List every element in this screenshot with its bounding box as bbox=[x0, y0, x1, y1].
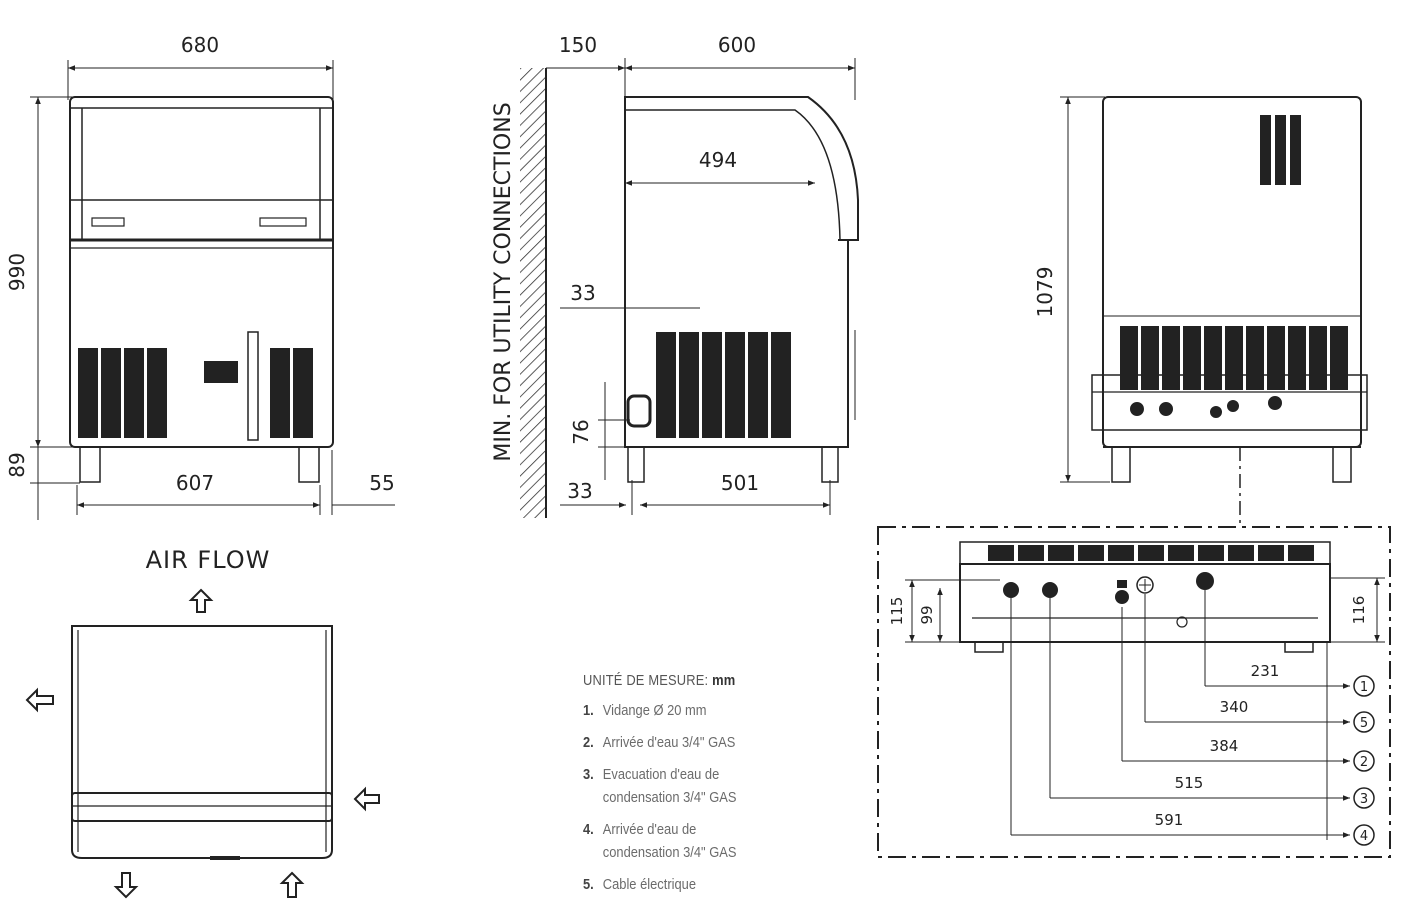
legend-item-text-line2: condensation 3/4" GAS bbox=[602, 789, 737, 806]
legend-item: 4. Arrivée d'eau de condensation 3/4" GA… bbox=[583, 818, 841, 864]
side-view-grilles bbox=[656, 332, 791, 438]
dim-115: 115 bbox=[888, 597, 906, 626]
legend-item-text: Vidange Ø 20 mm bbox=[602, 702, 707, 719]
legend-heading-label: UNITÉ DE MESURE: bbox=[583, 672, 709, 689]
arrow-up-icon bbox=[279, 871, 305, 898]
dim-33-bottom: 33 bbox=[567, 479, 592, 503]
legend-item: 2. Arrivée d'eau 3/4" GAS bbox=[583, 731, 841, 754]
callout-5: 5 bbox=[1360, 716, 1368, 731]
legend-item-text: Cable électrique bbox=[602, 876, 697, 893]
dim-591: 591 bbox=[1155, 811, 1184, 829]
dim-501: 501 bbox=[721, 471, 759, 495]
dim-384: 384 bbox=[1210, 737, 1239, 755]
callout-3: 3 bbox=[1360, 792, 1368, 807]
dim-340: 340 bbox=[1220, 698, 1249, 716]
dim-494: 494 bbox=[699, 148, 737, 172]
rear-view bbox=[1060, 96, 1368, 527]
dim-89: 89 bbox=[5, 452, 29, 477]
legend-heading: UNITÉ DE MESURE: mm bbox=[583, 672, 841, 689]
side-view bbox=[520, 58, 859, 518]
dim-99: 99 bbox=[918, 605, 936, 624]
legend-item: 1. Vidange Ø 20 mm bbox=[583, 699, 841, 722]
callout-2: 2 bbox=[1360, 755, 1368, 770]
legend-item-number: 5. bbox=[583, 876, 594, 893]
arrow-up-icon bbox=[188, 588, 214, 613]
dim-231: 231 bbox=[1251, 662, 1280, 680]
arrow-left-icon bbox=[25, 687, 54, 713]
legend-item-text: Arrivée d'eau de bbox=[602, 821, 697, 838]
dim-33-top: 33 bbox=[570, 281, 595, 305]
airflow-arrow-icons bbox=[25, 588, 380, 899]
legend-item-number: 1. bbox=[583, 702, 594, 719]
legend: UNITÉ DE MESURE: mm 1. Vidange Ø 20 mm 2… bbox=[583, 672, 841, 905]
air-flow-title: AIR FLOW bbox=[146, 546, 271, 574]
legend-item-number: 4. bbox=[583, 821, 594, 838]
rear-view-grilles bbox=[1120, 115, 1348, 390]
dim-150: 150 bbox=[559, 33, 597, 57]
utility-connections-label: MIN. FOR UTILITY CONNECTIONS bbox=[491, 102, 516, 461]
legend-item-number: 2. bbox=[583, 734, 594, 751]
dim-76: 76 bbox=[569, 419, 593, 444]
callout-4: 4 bbox=[1360, 829, 1368, 844]
legend-item-text: Arrivée d'eau 3/4" GAS bbox=[602, 734, 736, 751]
air-flow-view bbox=[71, 625, 333, 860]
arrow-left-icon bbox=[353, 786, 380, 812]
legend-item: 3. Evacuation d'eau de condensation 3/4"… bbox=[583, 763, 841, 809]
dim-600: 600 bbox=[718, 33, 756, 57]
dim-1079: 1079 bbox=[1033, 267, 1057, 318]
detail-frame bbox=[877, 526, 1391, 858]
front-view-grilles bbox=[78, 348, 313, 438]
dim-607: 607 bbox=[176, 471, 214, 495]
detail-view bbox=[877, 526, 1391, 858]
dim-55: 55 bbox=[369, 471, 394, 495]
front-view bbox=[30, 60, 395, 520]
dim-515: 515 bbox=[1175, 774, 1204, 792]
dim-680: 680 bbox=[181, 33, 219, 57]
legend-item-text-line2: condensation 3/4" GAS bbox=[602, 844, 737, 861]
dim-990: 990 bbox=[5, 253, 29, 291]
dim-116: 116 bbox=[1350, 596, 1368, 625]
wall-hatch bbox=[520, 68, 546, 518]
legend-unit: mm bbox=[712, 672, 736, 689]
detail-fittings bbox=[988, 545, 1314, 604]
callout-1: 1 bbox=[1360, 680, 1368, 695]
legend-item-text: Evacuation d'eau de bbox=[602, 766, 720, 783]
legend-item: 5. Cable électrique bbox=[583, 873, 841, 896]
arrow-down-icon bbox=[113, 872, 139, 899]
legend-item-number: 3. bbox=[583, 766, 594, 783]
